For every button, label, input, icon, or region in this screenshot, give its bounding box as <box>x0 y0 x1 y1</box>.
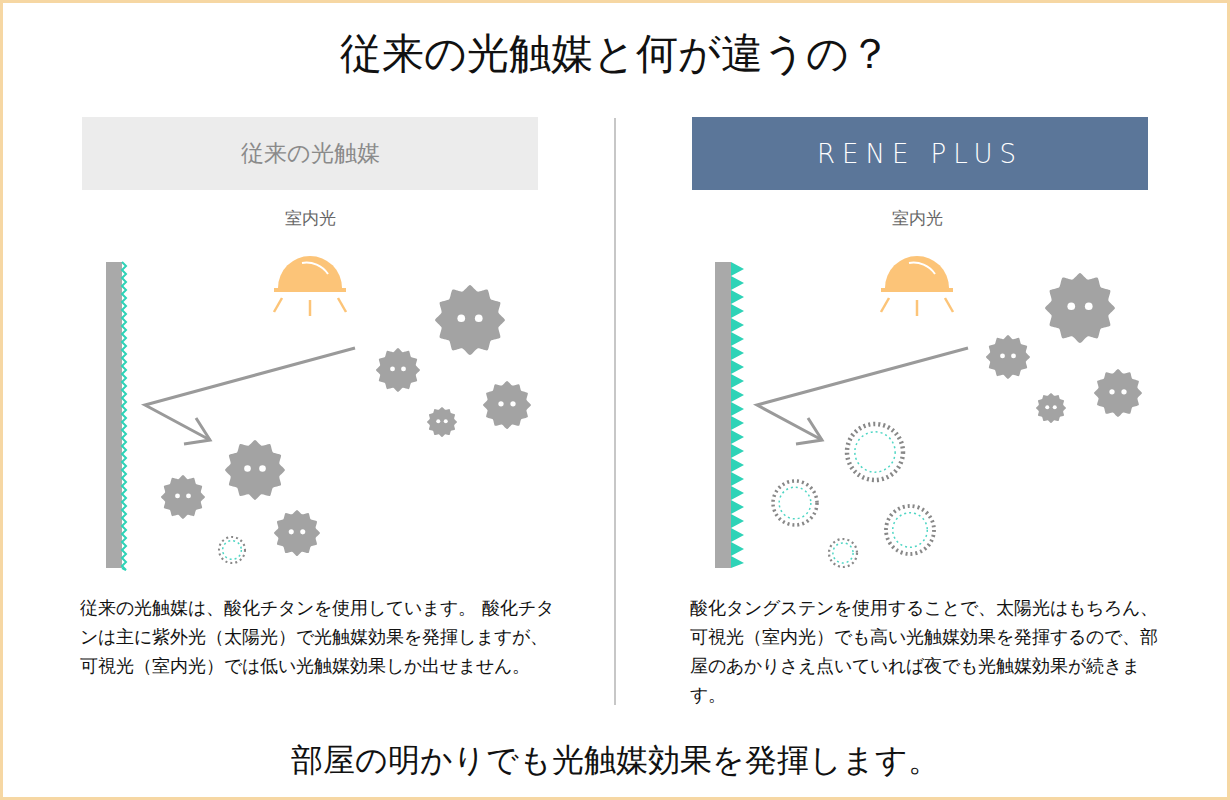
virus-icon <box>1036 393 1066 423</box>
virus-icon <box>1045 273 1115 343</box>
wall <box>106 262 126 570</box>
virus-icon <box>427 407 457 437</box>
header-text: RENE PLUS <box>817 139 1023 169</box>
virus-icon <box>161 475 205 519</box>
header-box: 従来の光触媒 <box>82 117 538 190</box>
virus-icon <box>986 335 1030 379</box>
inactivated-virus <box>886 506 934 554</box>
virus-icon <box>1094 369 1142 417</box>
bottom-caption: 部屋の明かりでも光触媒効果を発揮します。 <box>0 738 1230 782</box>
lamp-icon <box>274 256 346 316</box>
header-text: 従来の光触媒 <box>241 138 380 169</box>
light-label: 室内光 <box>210 206 410 230</box>
lamp-icon <box>881 256 953 316</box>
page-title: 従来の光触媒と何が違うの？ <box>0 26 1230 82</box>
light-label: 室内光 <box>817 206 1017 230</box>
virus-icon <box>376 348 420 392</box>
virus-icon <box>483 381 531 429</box>
light-ray-arrow <box>757 348 968 444</box>
inactivated-virus <box>219 537 245 563</box>
header-box: RENE PLUS <box>692 117 1148 190</box>
description-text: 酸化タングステンを使用することで、太陽光はもちろん、可視光（室内光）でも高い光触… <box>690 594 1162 710</box>
inactivated-virus <box>847 424 903 480</box>
divider-line <box>614 118 616 705</box>
description-text: 従来の光触媒は、酸化チタンを使用しています。 酸化チタンは主に紫外光（太陽光）で… <box>80 594 558 681</box>
wall <box>715 262 744 568</box>
virus-icon <box>274 510 320 556</box>
inactivated-virus <box>773 481 817 525</box>
inactivated-virus <box>829 539 857 567</box>
virus-icon <box>435 285 505 355</box>
virus-icon <box>225 440 285 500</box>
light-ray-arrow <box>145 348 355 444</box>
